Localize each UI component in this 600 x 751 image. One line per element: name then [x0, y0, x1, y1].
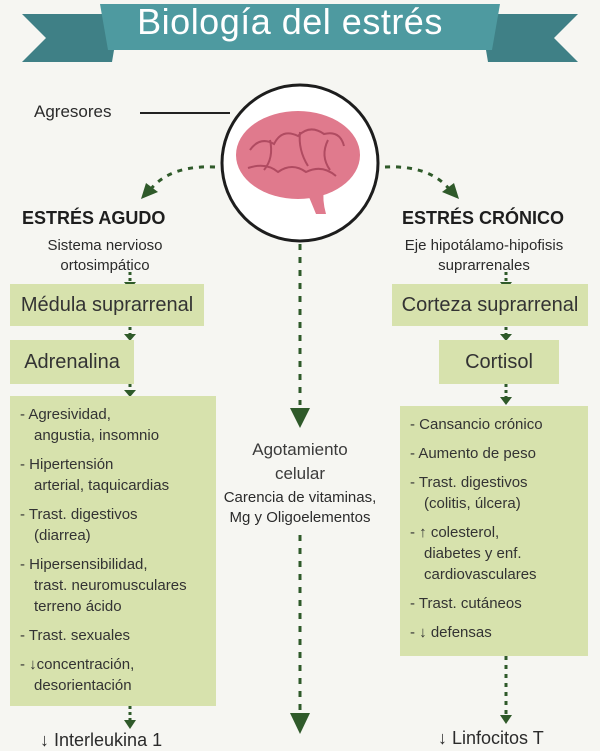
- center-line-1: Agotamiento: [252, 440, 348, 459]
- chronic-subtitle: Eje hipotálamo-hipofisis suprarrenales: [384, 236, 584, 276]
- chronic-subtitle-line-1: Eje hipotálamo-hipofisis: [404, 237, 564, 254]
- right-arrowhead-2: [500, 334, 512, 341]
- banner-left-tail: [22, 14, 120, 62]
- center-line-3: Carencia de vitaminas,: [223, 489, 377, 506]
- curve-arrow-left: [148, 165, 216, 191]
- list-item: - Hipersensibilidad, trast. neuromuscula…: [20, 554, 206, 617]
- center-text-2: Carencia de vitaminas, Mg y Oligoelement…: [200, 488, 400, 528]
- list-item-line: colesterol,: [430, 524, 500, 541]
- acute-bottom-label: Interleukina 1: [54, 730, 163, 750]
- curve-arrowhead-right: [442, 183, 459, 199]
- list-item-line: (colitis, úlcera): [424, 495, 521, 512]
- chronic-heading: ESTRÉS CRÓNICO: [402, 208, 565, 228]
- list-item: - Trast. sexuales: [20, 625, 206, 646]
- list-item-line: diabetes y enf.: [424, 545, 522, 562]
- center-line-2: celular: [274, 464, 326, 483]
- chronic-subtitle-line-2: suprarrenales: [438, 257, 530, 274]
- list-item-line: concentración,: [36, 656, 135, 673]
- list-item-line: - Cansancio crónico: [410, 416, 543, 433]
- arrow-down-icon: ↓: [29, 656, 37, 673]
- list-item: - Trast. digestivos (diarrea): [20, 504, 206, 546]
- center-text-1: Agotamiento celular: [200, 438, 400, 486]
- list-item-line: defensas: [430, 624, 492, 641]
- right-arrowhead-4: [500, 715, 512, 724]
- acute-bottom: ↓ Interleukina 1: [40, 730, 162, 751]
- list-item-line: - Hipersensibilidad,: [20, 556, 148, 573]
- agresores-label: Agresores: [34, 102, 112, 121]
- list-item: - ↑ colesterol, diabetes y enf. cardiova…: [410, 522, 578, 585]
- acute-box-adrenalina: Adrenalina: [10, 340, 134, 384]
- curve-arrow-right: [384, 165, 452, 191]
- page-title: Biología del estrés: [137, 1, 443, 42]
- arrow-up-icon: ↑: [419, 524, 427, 541]
- brain-icon: [236, 111, 360, 214]
- list-item: - ↓ defensas: [410, 622, 578, 643]
- left-arrowhead-2: [124, 334, 136, 341]
- arrow-down-icon: ↓: [419, 624, 427, 641]
- list-item: - Hipertensión arterial, taquicardias: [20, 454, 206, 496]
- list-item-line: trast. neuromusculares: [34, 577, 187, 594]
- left-arrowhead-3: [124, 390, 136, 397]
- chronic-bottom-label: Linfocitos T: [452, 728, 544, 748]
- acute-heading: ESTRÉS AGUDO: [22, 208, 166, 228]
- list-item: - Aumento de peso: [410, 443, 578, 464]
- list-item-line: arterial, taquicardias: [34, 477, 170, 494]
- acute-subtitle-line-1: Sistema nervioso: [47, 237, 163, 254]
- chronic-effects-list: - Cansancio crónico - Aumento de peso - …: [400, 406, 588, 656]
- list-item-line: angustia, insomnio: [34, 427, 160, 444]
- arrow-down-icon: ↓: [438, 728, 447, 748]
- curve-arrowhead-left: [141, 183, 158, 199]
- acute-box-medula: Médula suprarrenal: [10, 284, 204, 326]
- list-item: - Agresividad, angustia, insomnio: [20, 404, 206, 446]
- list-item-dash: -: [20, 656, 30, 673]
- list-item-line: - Agresividad,: [20, 406, 111, 423]
- acute-subtitle-line-2: ortosimpático: [60, 257, 150, 274]
- list-item-line: (diarrea): [34, 527, 91, 544]
- left-arrowhead-4: [124, 720, 136, 729]
- center-arrowhead-top: [290, 408, 310, 428]
- list-item-line: cardiovasculares: [424, 566, 537, 583]
- list-item-dash: -: [410, 524, 420, 541]
- list-item-line: - Trast. digestivos: [410, 474, 528, 491]
- list-item-line: - Trast. cutáneos: [410, 595, 522, 612]
- list-item-line: - Hipertensión: [20, 456, 114, 473]
- acute-effects-list: - Agresividad, angustia, insomnio - Hipe…: [10, 396, 216, 706]
- list-item-line: - Trast. digestivos: [20, 506, 138, 523]
- list-item-line: - Aumento de peso: [410, 445, 536, 462]
- list-item: - Trast. cutáneos: [410, 593, 578, 614]
- center-line-4: Mg y Oligoelementos: [229, 509, 371, 526]
- list-item-line: terreno ácido: [34, 598, 122, 615]
- acute-subtitle: Sistema nervioso ortosimpático: [10, 236, 200, 276]
- right-arrowhead-3: [500, 397, 512, 405]
- center-arrowhead-bottom: [290, 713, 310, 734]
- banner-main: [100, 4, 500, 50]
- chronic-box-cortisol: Cortisol: [439, 340, 559, 384]
- banner-right-tail: [480, 14, 578, 62]
- chronic-bottom: ↓ Linfocitos T: [438, 728, 544, 749]
- list-item: - Trast. digestivos (colitis, úlcera): [410, 472, 578, 514]
- list-item-dash: -: [410, 624, 420, 641]
- list-item-line: desorientación: [34, 677, 132, 694]
- list-item: - ↓concentración, desorientación: [20, 654, 206, 696]
- arrow-down-icon: ↓: [40, 730, 49, 750]
- chronic-box-corteza: Corteza suprarrenal: [392, 284, 588, 326]
- list-item: - Cansancio crónico: [410, 414, 578, 435]
- list-item-line: - Trast. sexuales: [20, 627, 131, 644]
